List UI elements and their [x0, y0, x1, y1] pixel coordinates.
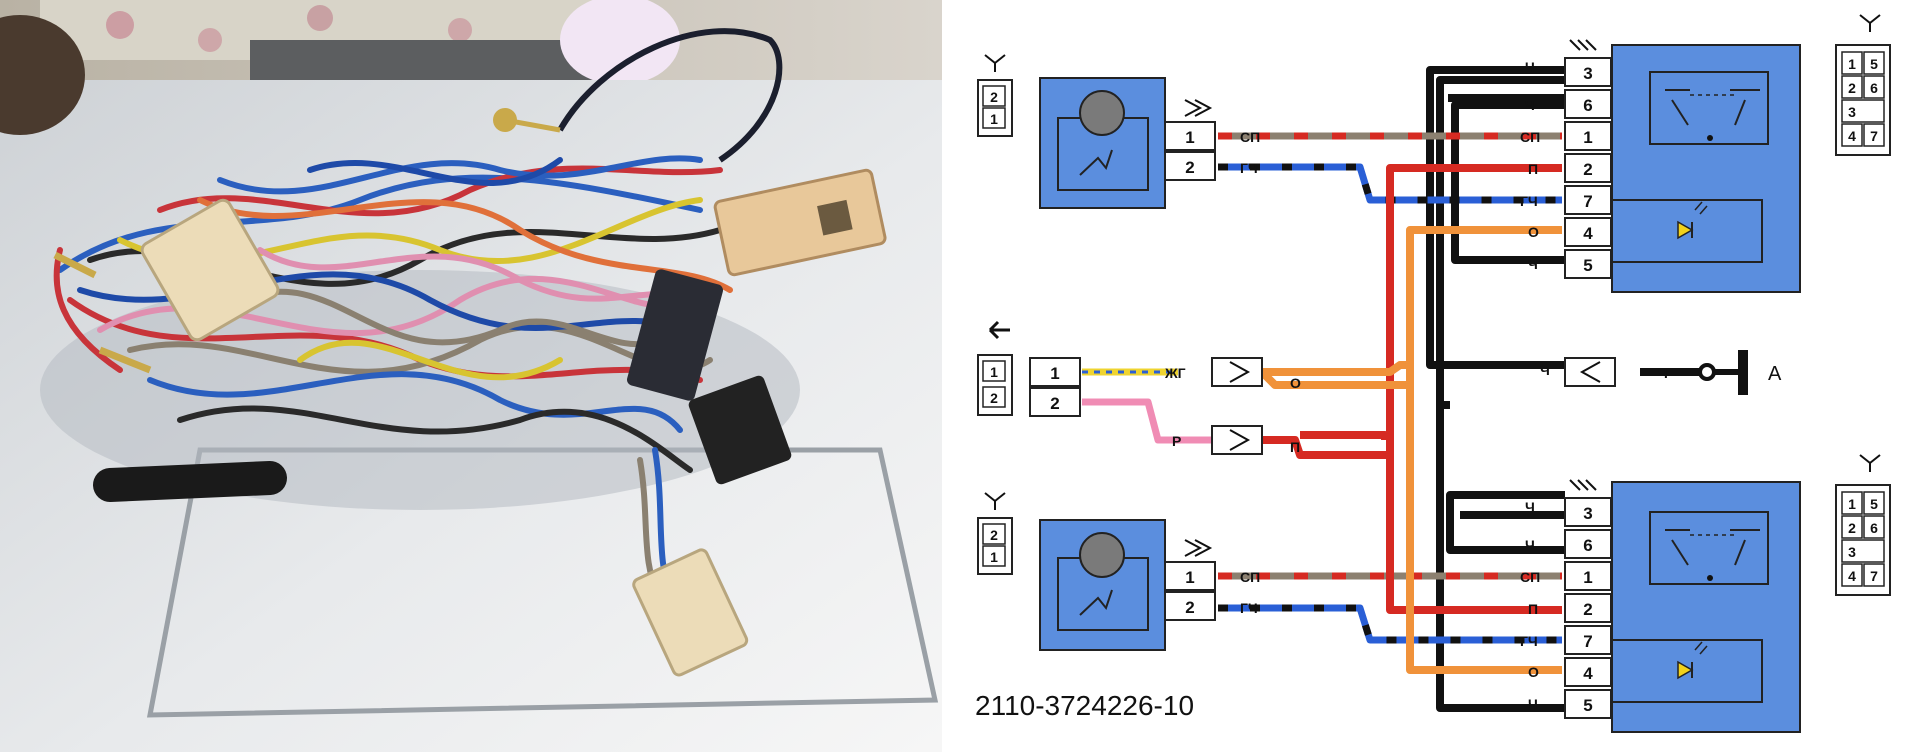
- svg-text:6: 6: [1583, 96, 1592, 115]
- svg-text:П: П: [1290, 439, 1300, 455]
- svg-text:1: 1: [990, 111, 998, 127]
- svg-text:5: 5: [1870, 56, 1878, 72]
- svg-text:Ч: Ч: [1525, 59, 1535, 75]
- motor-pin-2: 2: [1185, 598, 1194, 617]
- svg-text:О: О: [1528, 224, 1539, 240]
- svg-text:7: 7: [1870, 128, 1878, 144]
- motor-connector-lower: 1 2: [1164, 539, 1216, 621]
- svg-text:Ч: Ч: [1540, 362, 1550, 378]
- wire-labels: СП ГЧ СП ГЧ Ч Ч СП П ГЧ О Ч Ч Ч СП П ГЧ …: [1164, 59, 1668, 712]
- input-pin-2: 2: [1050, 394, 1059, 413]
- svg-text:СП: СП: [1520, 129, 1540, 145]
- input-pin-1: 1: [1050, 364, 1059, 383]
- svg-text:4: 4: [1583, 224, 1593, 243]
- svg-text:5: 5: [1583, 256, 1592, 275]
- svg-text:ГЧ: ГЧ: [1520, 633, 1538, 649]
- svg-text:1: 1: [1583, 128, 1592, 147]
- svg-text:2: 2: [990, 527, 998, 543]
- svg-text:7: 7: [1870, 568, 1878, 584]
- connector-face-upper-left: 2 1: [977, 54, 1013, 137]
- svg-text:1: 1: [1848, 56, 1856, 72]
- svg-text:1: 1: [990, 549, 998, 565]
- svg-text:ГЧ: ГЧ: [1240, 160, 1258, 176]
- svg-text:О: О: [1528, 664, 1539, 680]
- svg-text:Ч: Ч: [1528, 696, 1538, 712]
- svg-text:Ч: Ч: [1525, 537, 1535, 553]
- svg-text:2: 2: [1583, 600, 1592, 619]
- svg-text:1: 1: [1848, 496, 1856, 512]
- mirror-switch-upper: [1611, 44, 1801, 293]
- svg-text:Ч: Ч: [1525, 499, 1535, 515]
- svg-text:ГЧ: ГЧ: [1520, 193, 1538, 209]
- svg-text:1: 1: [1583, 568, 1592, 587]
- svg-text:СП: СП: [1240, 569, 1260, 585]
- switch-connector-face-upper: 1 5 2 6 3 4 7: [1835, 14, 1891, 156]
- svg-text:2: 2: [1848, 80, 1856, 96]
- connector-face-lower-left: 2 1: [977, 492, 1013, 575]
- motor-pin-2: 2: [1185, 158, 1194, 177]
- input-connector: 1 2 1 2: [977, 320, 1081, 417]
- svg-text:4: 4: [1583, 664, 1593, 683]
- svg-text:СП: СП: [1520, 569, 1540, 585]
- motor-connector-upper: 1 2: [1164, 99, 1216, 181]
- svg-text:2: 2: [1583, 160, 1592, 179]
- motor-pin-1: 1: [1185, 568, 1194, 587]
- svg-text:3: 3: [1848, 104, 1856, 120]
- connector-beige-bottom: [632, 548, 749, 677]
- mirror-motor-lower: [1039, 519, 1166, 651]
- connector-beige-left: [140, 198, 280, 342]
- wiring-harness-photo: [0, 0, 942, 752]
- switch-connector-upper: 3 6 1 2 7 4 5: [1564, 39, 1612, 279]
- svg-text:3: 3: [1583, 504, 1592, 523]
- mirror-motor-upper: [1039, 77, 1166, 209]
- mirror-switch-lower: [1611, 481, 1801, 733]
- svg-text:П: П: [1528, 601, 1538, 617]
- splice-blocks: [1211, 357, 1616, 455]
- svg-text:2: 2: [1848, 520, 1856, 536]
- svg-text:6: 6: [1583, 536, 1592, 555]
- wiring-diagram: 1 2 1 2 2 1 2 1 1 2 1 2: [975, 14, 1891, 733]
- svg-text:2: 2: [990, 89, 998, 105]
- motor-pin-1: 1: [1185, 128, 1194, 147]
- svg-text:4: 4: [1848, 568, 1856, 584]
- svg-text:2: 2: [990, 390, 998, 406]
- terminal-pins: [53, 251, 152, 374]
- svg-text:ЖГ: ЖГ: [1164, 365, 1186, 381]
- svg-text:СП: СП: [1240, 129, 1260, 145]
- svg-text:3: 3: [1583, 64, 1592, 83]
- switch-connector-lower: 3 6 1 2 7 4 5: [1564, 479, 1612, 719]
- svg-text:Ч: Ч: [1528, 256, 1538, 272]
- svg-text:П: П: [1528, 161, 1538, 177]
- switch-connector-face-lower: 1 5 2 6 3 4 7: [1835, 454, 1891, 596]
- svg-text:7: 7: [1583, 192, 1592, 211]
- svg-text:3: 3: [1848, 544, 1856, 560]
- connector-beige-top: [713, 168, 887, 277]
- svg-text:Ч: Ч: [1658, 365, 1668, 381]
- svg-text:ГЧ: ГЧ: [1240, 600, 1258, 616]
- connector-black-middle: [627, 269, 792, 485]
- svg-text:6: 6: [1870, 80, 1878, 96]
- svg-text:Ч: Ч: [1525, 97, 1535, 113]
- svg-text:5: 5: [1583, 696, 1592, 715]
- svg-text:Р: Р: [1172, 433, 1181, 449]
- svg-text:О: О: [1290, 375, 1301, 391]
- part-number: 2110-3724226-10: [975, 690, 1194, 721]
- svg-text:4: 4: [1848, 128, 1856, 144]
- svg-text:5: 5: [1870, 496, 1878, 512]
- ground-point-label: А: [1768, 363, 1782, 385]
- svg-text:6: 6: [1870, 520, 1878, 536]
- svg-text:7: 7: [1583, 632, 1592, 651]
- svg-text:1: 1: [990, 364, 998, 380]
